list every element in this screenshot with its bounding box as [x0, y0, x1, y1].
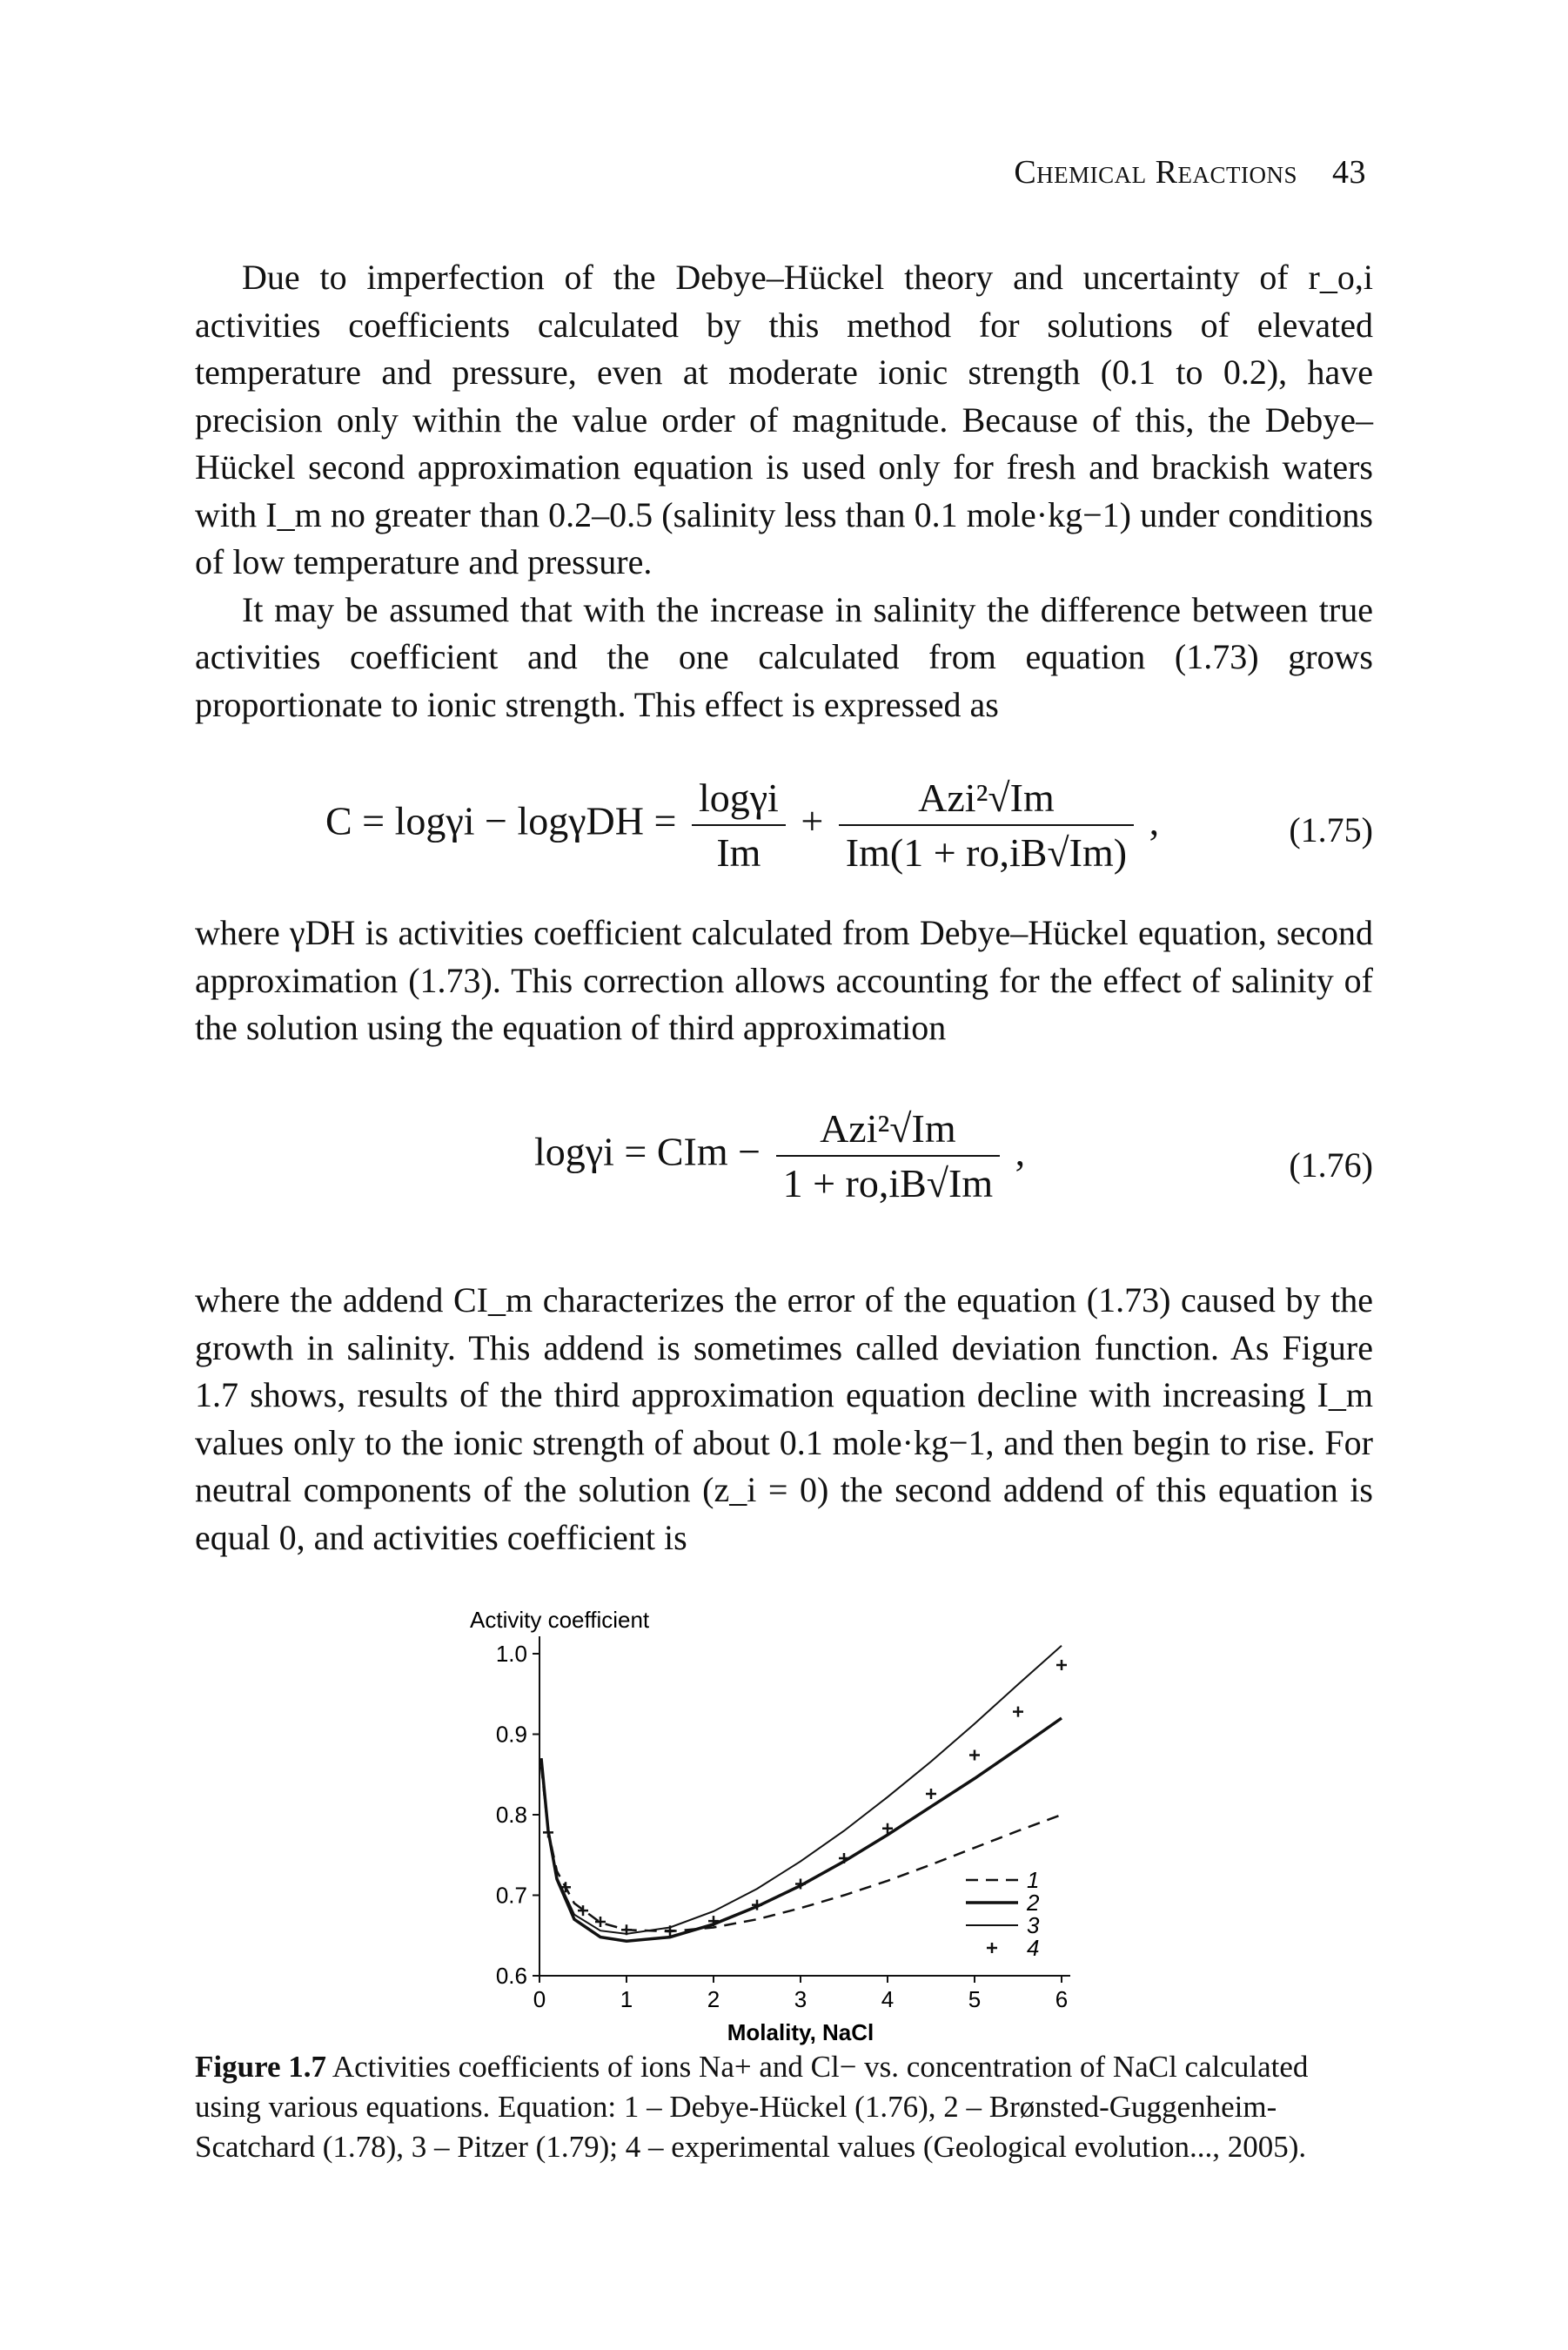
x-tick-label: 0	[533, 1986, 546, 2012]
fraction-2-denominator: Im(1 + ro,iB√Im)	[845, 830, 1128, 875]
running-head: Chemical Reactions 43	[1014, 153, 1366, 191]
equation-1-75-body: C = logγi − logγDH = logγi Im + Azi²√Im …	[325, 775, 1159, 876]
paragraph-4: where the addend CI_m characterizes the …	[195, 1280, 1373, 1557]
series-4-marker	[839, 1852, 849, 1863]
page-number: 43	[1332, 154, 1366, 191]
series-4-marker	[795, 1878, 806, 1890]
fraction-2-numerator: Azi²√Im	[838, 775, 1135, 826]
series-2-line	[539, 1716, 1063, 1943]
fraction-1-denominator: Im	[716, 830, 761, 875]
figure-caption: Figure 1.7 Activities coefficients of io…	[195, 2047, 1373, 2167]
fraction-3-denominator: 1 + ro,iB√Im	[782, 1161, 994, 1205]
caption-text: Activities coefficients of ions Na+ and …	[195, 2050, 1309, 2164]
paragraph-2: It may be assumed that with the increase…	[195, 589, 1373, 724]
series-4-marker	[1056, 1659, 1067, 1670]
series-4-marker	[882, 1823, 893, 1834]
series-3-line	[540, 1645, 1062, 1935]
series-4-marker	[926, 1788, 936, 1799]
x-tick-label: 2	[707, 1986, 720, 2012]
series-4-marker	[1013, 1706, 1023, 1717]
y-tick-label: 0.9	[496, 1722, 527, 1748]
equation-lhs: C = logγi − logγDH =	[325, 798, 677, 843]
series-4-marker	[969, 1749, 980, 1761]
equation-tail: ,	[1149, 798, 1160, 843]
paragraph-1: Due to imperfection of the Debye–Hückel …	[195, 258, 1373, 581]
legend-label-2: 2	[1026, 1890, 1040, 1916]
y-axis-label: Activity coefficient	[470, 1607, 650, 1633]
y-tick-label: 0.8	[496, 1802, 527, 1828]
chapter-title: Chemical Reactions	[1014, 154, 1297, 191]
y-tick-label: 1.0	[496, 1641, 527, 1667]
y-tick-label: 0.6	[496, 1963, 527, 1989]
series-4-marker	[708, 1916, 719, 1927]
caption-label: Figure 1.7	[195, 2050, 327, 2084]
series-4-marker	[752, 1899, 762, 1910]
x-tick-label: 4	[881, 1986, 894, 2012]
series-4-marker	[595, 1917, 606, 1928]
equation-1-76: logγi = CIm − Azi²√Im 1 + ro,iB√Im , (1.…	[195, 1079, 1373, 1253]
plus-sign: +	[801, 798, 824, 843]
series-4-marker	[578, 1905, 588, 1917]
equation-lhs: logγi = CIm −	[534, 1129, 761, 1174]
legend-marker-4	[987, 1943, 997, 1953]
equation-1-76-body: logγi = CIm − Azi²√Im 1 + ro,iB√Im ,	[534, 1105, 1025, 1206]
fraction-1: logγi Im	[691, 775, 786, 876]
legend-label-3: 3	[1027, 1912, 1040, 1938]
text-block-2: where γDH is activities coefficient calc…	[195, 910, 1373, 1052]
series-4-marker	[665, 1925, 675, 1937]
text-block-3: where the addend CI_m characterizes the …	[195, 1277, 1373, 1561]
x-tick-label: 3	[794, 1986, 807, 2012]
series-4-marker	[621, 1924, 632, 1936]
x-tick-label: 6	[1055, 1986, 1068, 2012]
x-tick-label: 5	[968, 1986, 981, 2012]
legend-label-4: 4	[1027, 1935, 1039, 1961]
equation-number: (1.75)	[1289, 810, 1373, 849]
equation-1-75: C = logγi − logγDH = logγi Im + Azi²√Im …	[195, 749, 1373, 914]
equation-number: (1.76)	[1289, 1145, 1373, 1185]
x-tick-label: 1	[620, 1986, 633, 2012]
fraction-3: Azi²√Im 1 + ro,iB√Im	[775, 1105, 1001, 1206]
paragraph-3: where γDH is activities coefficient calc…	[195, 913, 1373, 1047]
fraction-1-numerator: logγi	[691, 775, 786, 826]
legend-label-1: 1	[1027, 1867, 1039, 1893]
fraction-2: Azi²√Im Im(1 + ro,iB√Im)	[838, 775, 1135, 876]
series-4-marker	[543, 1827, 553, 1838]
y-tick-label: 0.7	[496, 1883, 527, 1909]
text-block-1: Due to imperfection of the Debye–Hückel …	[195, 254, 1373, 728]
fraction-3-numerator: Azi²√Im	[775, 1105, 1001, 1157]
equation-tail: ,	[1015, 1129, 1026, 1174]
series-1-line	[539, 1766, 1062, 1933]
series-4-marker	[560, 1882, 571, 1893]
x-axis-label: Molality, NaCl	[727, 2019, 874, 2045]
